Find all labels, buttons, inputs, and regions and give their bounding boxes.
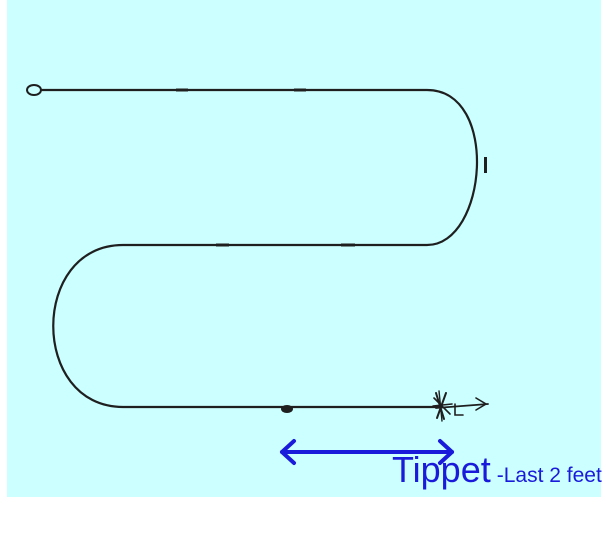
knot-mark (281, 405, 293, 413)
tippet-caption: Tippet-Last 2 feet (392, 452, 602, 488)
tippet-label: Tippet (392, 449, 491, 490)
double-headed-arrow-icon (280, 439, 454, 465)
fly-icon (432, 390, 489, 422)
knot-mark (176, 88, 188, 92)
knot-mark (294, 88, 306, 92)
knot-marks (176, 88, 487, 413)
knot-mark (484, 157, 487, 173)
leader-line (40, 88, 479, 409)
knot-mark (216, 243, 229, 247)
knot-mark (341, 243, 355, 247)
line-loop-icon (26, 84, 42, 96)
diagram-background (7, 0, 601, 497)
tippet-sublabel: -Last 2 feet (496, 464, 602, 487)
